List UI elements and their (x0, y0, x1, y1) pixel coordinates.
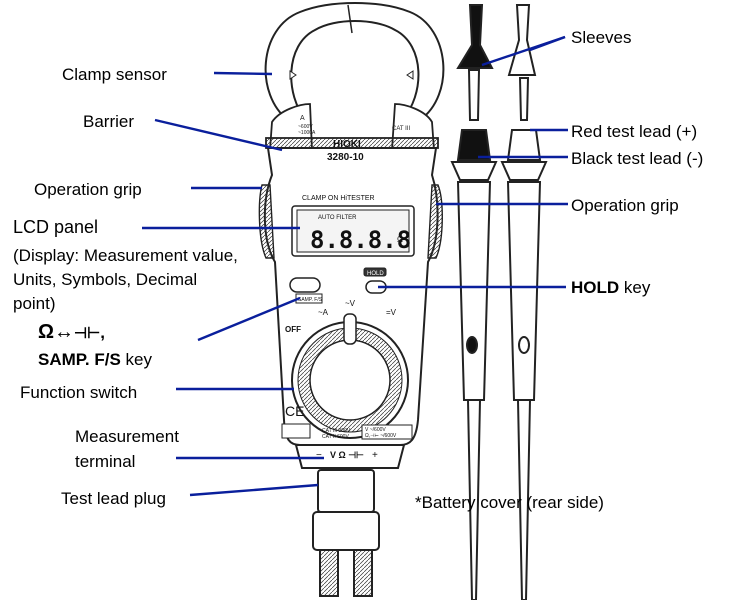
label-battery-cover: *Battery cover (rear side) (415, 493, 604, 512)
hold-key-rest: key (619, 278, 651, 297)
label-black-test-lead: Black test lead (-) (571, 149, 704, 168)
samp-key-rest: key (120, 350, 153, 369)
black-test-lead (450, 4, 498, 600)
leader-barrier (154, 118, 283, 152)
leader-clamp-sensor (213, 71, 273, 76)
leader-test-lead-plug (189, 483, 319, 497)
label-operation-grip-left: Operation grip (34, 180, 142, 199)
hold-key-bold: HOLD (571, 278, 620, 297)
dial-ac-v: ~V (345, 299, 356, 308)
samp-symbol-suffix: , (100, 323, 105, 342)
dial-dc-v: =V (386, 308, 397, 317)
lcd-unit-symbols: Ω (397, 235, 403, 244)
terminal-v-rating-2: Ω,⊣⊢ ~/600V (365, 432, 397, 439)
device-name: CLAMP ON HiTESTER (302, 195, 375, 202)
barrier-rating-1: ~600V (298, 124, 313, 130)
measurement-terminal-area: V Ω ⊣⊢ − + (294, 444, 406, 469)
leader-sleeves-red (529, 35, 566, 52)
model-number: 3280-10 (327, 152, 364, 163)
ohm-buzzer-icon: Ω↔⊣⊢ (38, 321, 101, 343)
clamp-jaw (264, 2, 445, 121)
test-lead-plug (312, 469, 380, 597)
samp-button-label: SAMP. F/S (298, 297, 323, 303)
samp-fs-button-shape[interactable] (289, 277, 321, 293)
barrier-rating-2: ~1000A (298, 130, 316, 136)
brand-logo: HIOKI (333, 139, 361, 150)
barrier-cat: CAT III (392, 126, 410, 132)
label-test-lead-plug: Test lead plug (61, 489, 166, 508)
label-hold-key: HOLD key (571, 277, 650, 298)
barrier-current: A (300, 115, 305, 122)
dial-ac-a: ~A (318, 308, 329, 317)
terminal-v-rating-1: V ~/600V (365, 427, 386, 433)
label-red-test-lead: Red test lead (+) (571, 122, 698, 141)
label-lcd-desc-2: Units, Symbols, Decimal (13, 270, 198, 289)
terminal-cat-1: CAT III 300V (322, 428, 351, 434)
leader-lines (142, 35, 568, 497)
samp-key-symbol-line: Ω↔⊣⊢, (38, 322, 105, 344)
label-barrier: Barrier (83, 112, 135, 131)
leader-samp-key (197, 296, 301, 342)
label-lcd-desc-3: point) (13, 294, 56, 313)
dial-off: OFF (285, 325, 301, 334)
lcd-flags: AUTO FILTER (318, 215, 357, 221)
terminal-cat-2: CAT II 600V (322, 434, 349, 440)
hold-button-label: HOLD (367, 271, 384, 277)
meter-body: HIOKI 3280-10 CLAMP ON HiTESTER AUTO FIL… (258, 139, 443, 446)
lcd-digits: 8.8.8.8 (310, 226, 411, 254)
red-test-lead (500, 4, 548, 600)
label-measurement-terminal-2: terminal (75, 452, 136, 471)
label-lcd-panel: LCD panel (13, 217, 99, 237)
label-lcd-desc-1: (Display: Measurement value, (13, 246, 238, 265)
ce-mark: CE (285, 403, 304, 419)
samp-key-bold: SAMP. F/S (38, 350, 121, 369)
label-function-switch: Function switch (20, 383, 138, 402)
terminal-symbols: V Ω ⊣⊢ (330, 450, 364, 460)
label-samp-key: SAMP. F/S key (38, 349, 152, 370)
label-clamp-sensor: Clamp sensor (62, 65, 167, 84)
label-sleeves: Sleeves (571, 28, 632, 47)
label-measurement-terminal-1: Measurement (75, 427, 179, 446)
label-operation-grip-right: Operation grip (571, 196, 679, 215)
barrier: A ~600V ~1000A CAT III (265, 103, 439, 151)
terminal-plus: + (372, 450, 378, 461)
terminal-minus: − (316, 450, 322, 461)
